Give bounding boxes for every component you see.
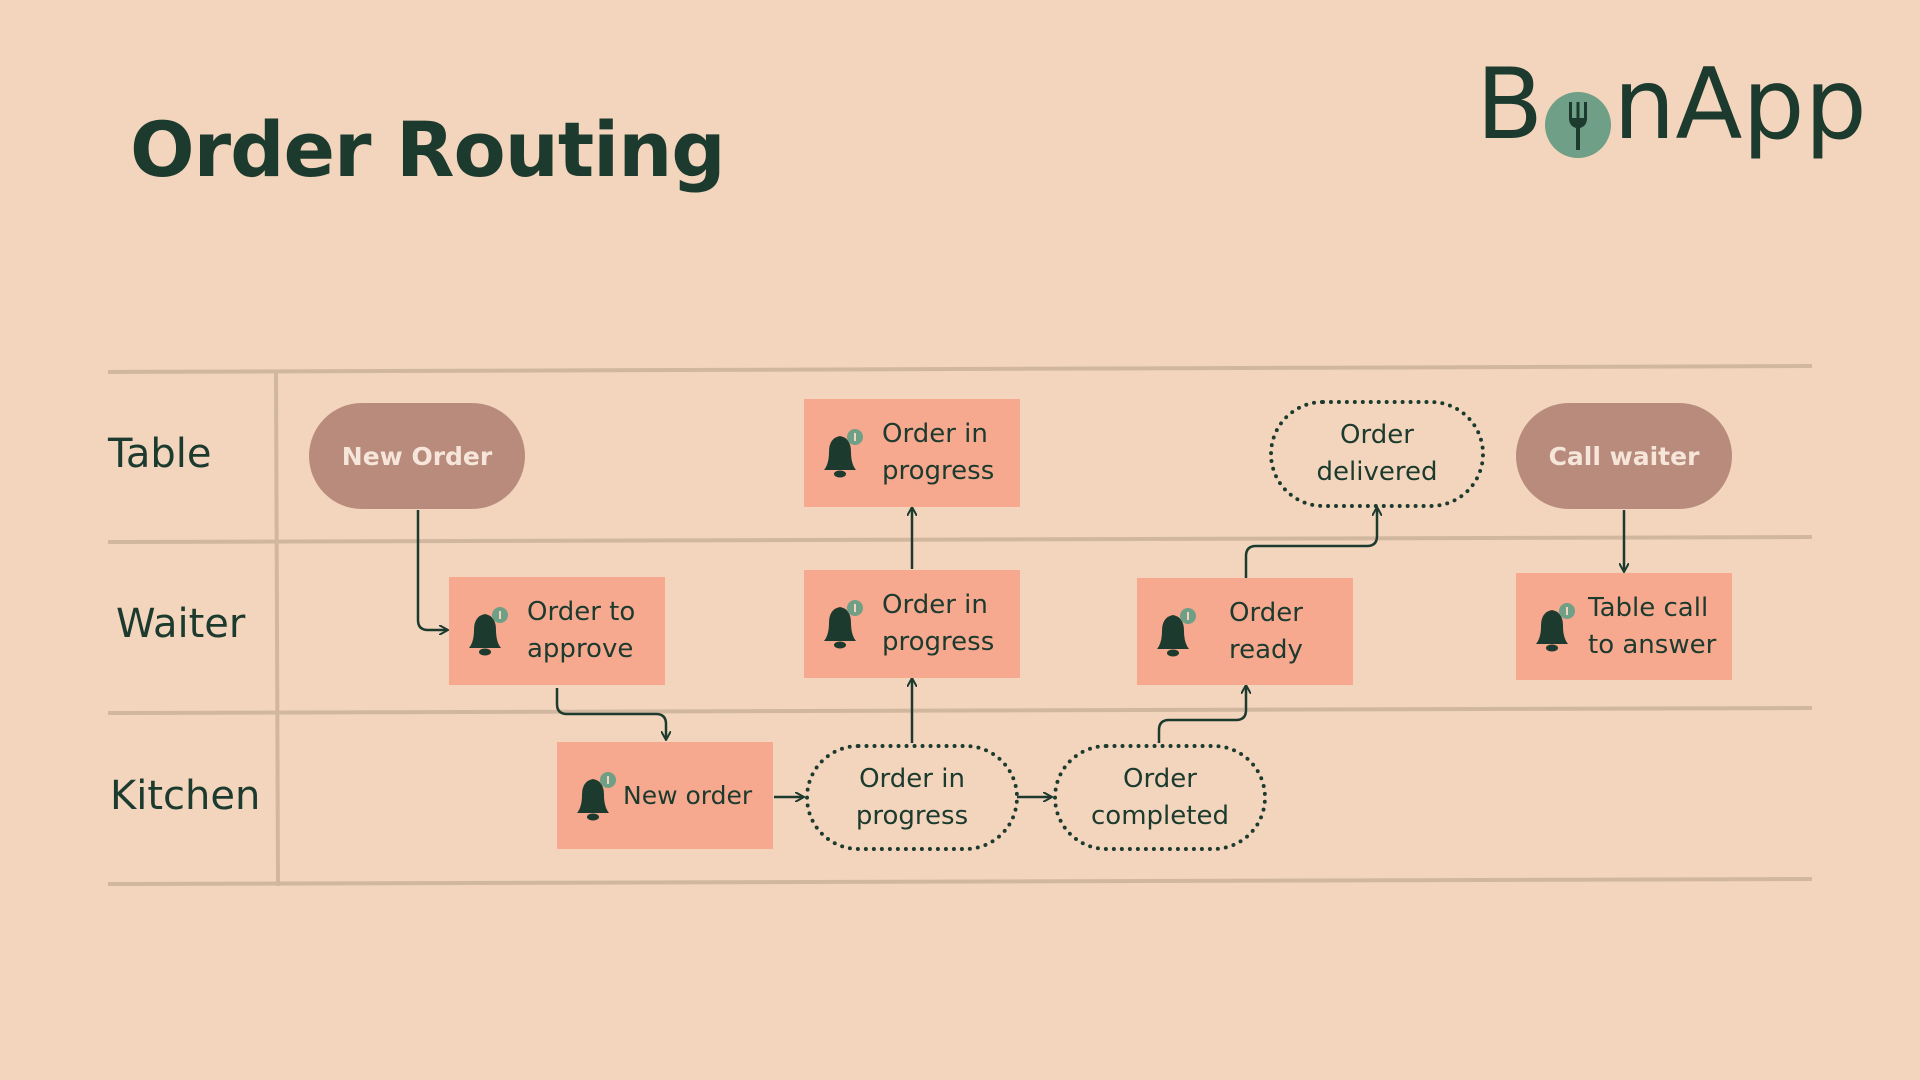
lane-label-waiter: Waiter (116, 601, 246, 647)
node-label-line2: progress (855, 800, 969, 831)
node-kitchen-new-order[interactable]: New order (557, 742, 773, 849)
node-label-line2: ready (1229, 634, 1303, 665)
node-label: New order (623, 781, 753, 810)
lane-label-divider (274, 371, 280, 887)
node-label-line1: Order (1340, 420, 1414, 450)
node-label-line2: delivered (1316, 457, 1438, 487)
lane-label-kitchen: Kitchen (110, 773, 261, 819)
fork-icon (1545, 92, 1612, 158)
lane-label-table: Table (108, 431, 212, 477)
arrow-new-order-to-approve (416, 510, 447, 630)
arrow-completed-to-ready (1157, 686, 1246, 743)
node-label-line2: completed (1091, 800, 1229, 831)
lane-divider-2 (107, 706, 1813, 715)
bell-with-badge-icon (1536, 602, 1575, 651)
bell-with-badge-icon (824, 429, 863, 478)
bonapp-logo: B nApp BonApp (1476, 48, 1867, 180)
node-order-ready[interactable]: Order ready (1137, 578, 1353, 685)
bell-with-badge-icon (1157, 607, 1196, 656)
logo-text-end: nApp (1613, 48, 1867, 162)
node-order-completed[interactable]: Order completed (1053, 744, 1267, 851)
arrow-approve-to-kitchen (555, 688, 666, 739)
node-waiter-order-in-progress[interactable]: Order in progress (804, 570, 1020, 678)
node-label-line1: Order (1123, 763, 1197, 794)
node-table-call-to-answer[interactable]: Table call to answer (1516, 573, 1732, 680)
node-label-line1: Table call (1588, 592, 1709, 623)
bell-with-badge-icon (469, 607, 508, 656)
node-order-to-approve[interactable]: Order to approve (449, 577, 665, 685)
node-label-line2: to answer (1588, 629, 1717, 660)
node-label-line1: Order in (859, 763, 965, 794)
node-label-line1: Order (1229, 597, 1303, 628)
node-label-line2: progress (882, 627, 995, 657)
lane-divider-top (107, 364, 1813, 374)
node-table-order-in-progress[interactable]: Order in progress (804, 399, 1020, 507)
node-new-order[interactable]: New Order (309, 403, 525, 509)
node-label-line2: progress (882, 456, 995, 486)
lane-divider-bottom (107, 877, 1813, 886)
lane-divider-1 (107, 535, 1813, 544)
bell-with-badge-icon (824, 600, 863, 649)
node-call-waiter[interactable]: Call waiter (1516, 403, 1732, 509)
node-label-line1: Order in (882, 419, 988, 449)
logo-text-start: B (1476, 48, 1544, 162)
page-title: Order Routing (130, 105, 726, 194)
bell-with-badge-icon (577, 771, 616, 820)
node-label-line1: Order to (527, 597, 636, 627)
node-label-line2: approve (527, 634, 634, 664)
node-order-delivered[interactable]: Order delivered (1269, 400, 1485, 508)
node-kitchen-order-in-progress[interactable]: Order in progress (805, 744, 1019, 851)
node-label-line1: Order in (882, 590, 988, 620)
arrow-ready-to-delivered (1244, 508, 1377, 578)
